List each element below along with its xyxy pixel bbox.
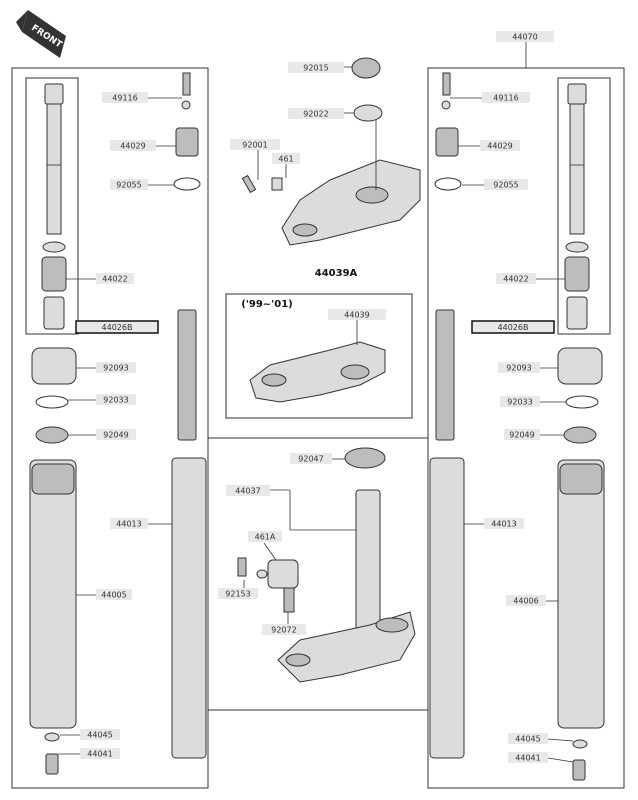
label-461a: 461A [255, 533, 276, 542]
right-label-92049: 92049 [509, 431, 534, 440]
left-label-44005: 44005 [101, 591, 126, 600]
right-label-44013: 44013 [491, 520, 516, 529]
right-label-92033: 92033 [507, 398, 532, 407]
label-92015: 92015 [303, 64, 328, 73]
part-labels: 44070 92015 92022 92001 461 44039A ('99~… [75, 31, 555, 763]
right-label-44041: 44041 [515, 754, 540, 763]
label-92072: 92072 [271, 626, 296, 635]
left-fork-parts [29, 72, 207, 775]
left-label-49116: 49116 [112, 94, 137, 103]
right-label-44022: 44022 [503, 275, 528, 284]
leader-lines [58, 66, 574, 763]
left-fork-frame [11, 67, 209, 789]
right-label-49116: 49116 [493, 94, 518, 103]
left-label-44045: 44045 [87, 731, 112, 740]
left-label-92033: 92033 [103, 396, 128, 405]
variant-frame [225, 293, 413, 419]
front-direction-badge: FRONT [16, 10, 66, 58]
left-label-44013: 44013 [116, 520, 141, 529]
label-44039a: 44039A [315, 268, 358, 279]
left-label-92055: 92055 [116, 181, 141, 190]
center-parts [237, 57, 421, 683]
left-label-92093: 92093 [103, 364, 128, 373]
right-fork-parts [429, 72, 605, 781]
left-label-44041: 44041 [87, 750, 112, 759]
right-label-92055: 92055 [493, 181, 518, 190]
variant-years-label: ('99~'01) [241, 299, 292, 310]
label-92047: 92047 [298, 455, 323, 464]
label-44039: 44039 [344, 311, 369, 320]
label-92001: 92001 [242, 141, 267, 150]
label-92153: 92153 [225, 590, 250, 599]
left-label-44026b: 44026B [102, 323, 133, 332]
left-label-44029: 44029 [120, 142, 145, 151]
label-44037: 44037 [235, 487, 260, 496]
left-inner-frame [25, 77, 79, 335]
right-label-44006: 44006 [513, 597, 538, 606]
left-label-44022: 44022 [102, 275, 127, 284]
right-label-44029: 44029 [487, 142, 512, 151]
center-frame [207, 437, 429, 711]
right-label-44026b: 44026B [498, 323, 529, 332]
right-label-44045: 44045 [515, 735, 540, 744]
label-92022: 92022 [303, 110, 328, 119]
label-461: 461 [278, 155, 293, 164]
label-44070: 44070 [512, 33, 537, 42]
left-label-92049: 92049 [103, 431, 128, 440]
right-inner-frame [557, 77, 611, 335]
right-label-92093: 92093 [506, 364, 531, 373]
